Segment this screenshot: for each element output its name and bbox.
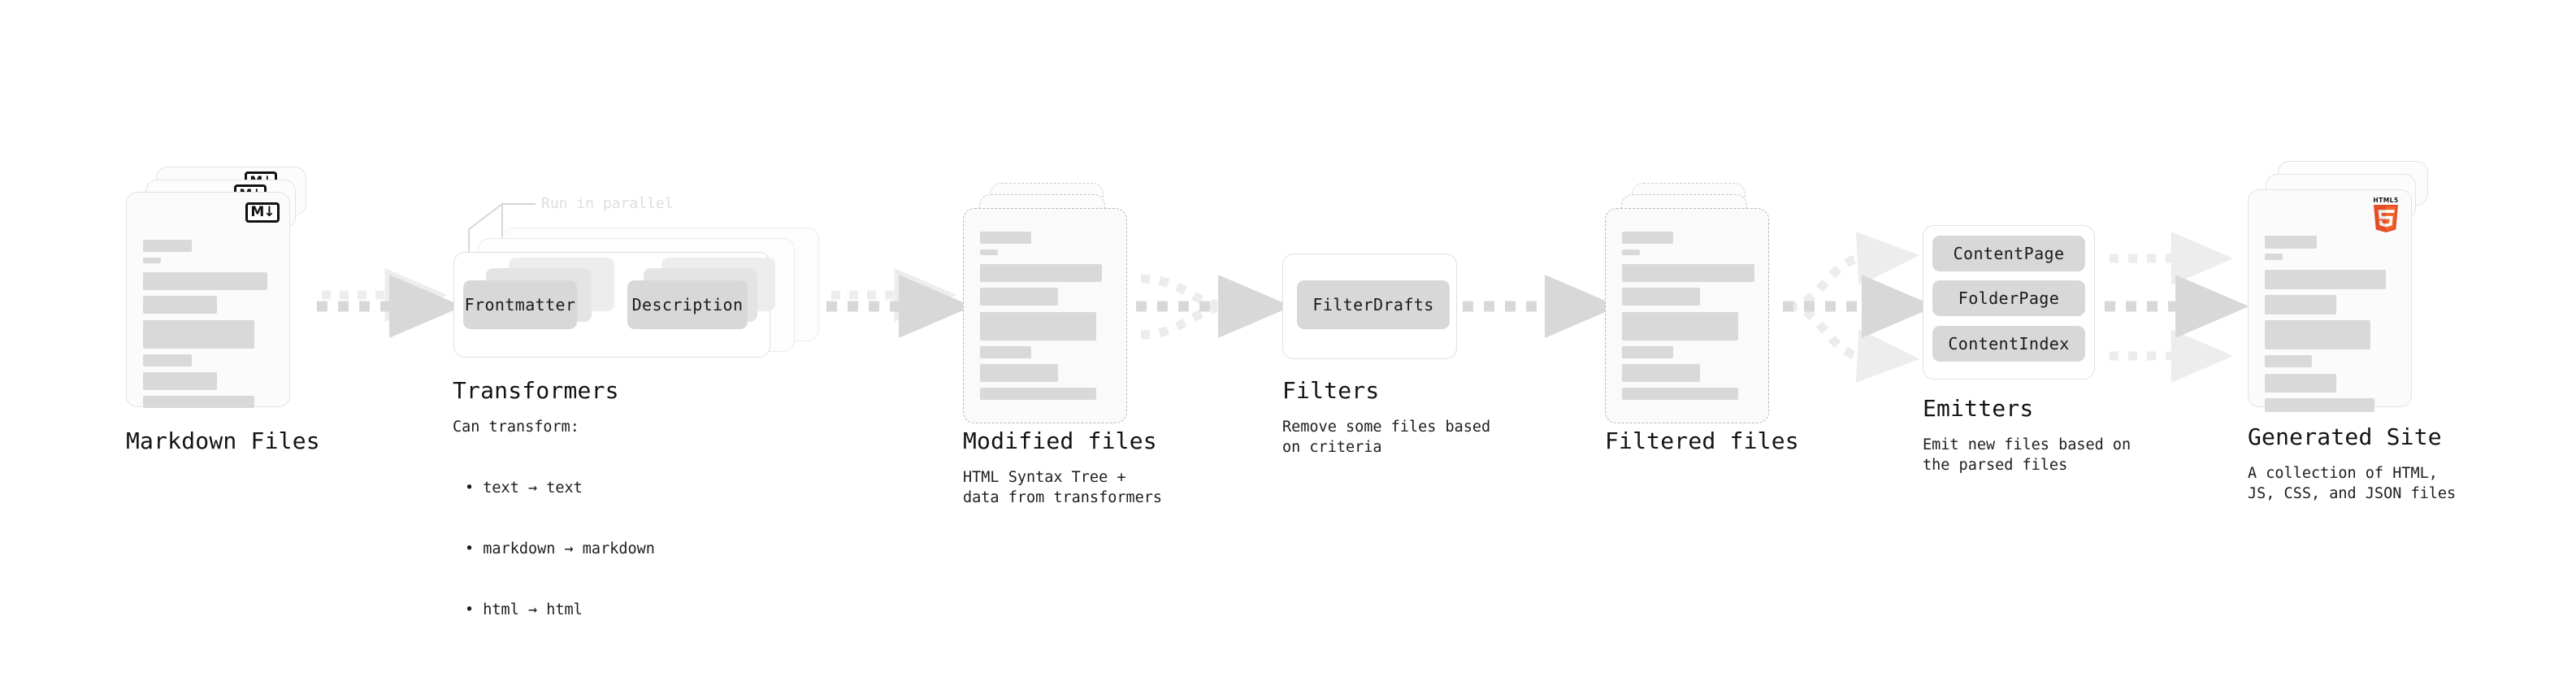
skeleton-line xyxy=(1622,288,1700,306)
skeleton-line xyxy=(2265,398,2374,412)
modified-files-title: Modified files xyxy=(963,427,1157,454)
skeleton-line xyxy=(1622,346,1673,358)
transformers-list: • text → text • markdown → markdown • ht… xyxy=(465,437,655,661)
markdown-badge-label: M↓ xyxy=(250,204,275,220)
skeleton-line xyxy=(2265,374,2336,393)
transformer-chip-description-label: Description xyxy=(631,295,744,314)
emitter-chip-folderpage-label: FolderPage xyxy=(1958,288,2060,308)
skeleton-line xyxy=(143,396,254,408)
skeleton-line xyxy=(980,346,1031,358)
filtered-card-front xyxy=(1605,208,1769,423)
skeleton-line xyxy=(143,372,217,390)
skeleton-line xyxy=(143,240,192,252)
skeleton-line xyxy=(2265,254,2283,260)
connector-filtered-to-emitters xyxy=(1783,232,1936,383)
emitter-chip-folderpage[interactable]: FolderPage xyxy=(1932,280,2085,316)
emitter-chip-contentindex[interactable]: ContentIndex xyxy=(1932,326,2085,362)
markdown-badge-front: M↓ xyxy=(245,202,280,223)
skeleton-line xyxy=(980,264,1102,282)
emitters-title: Emitters xyxy=(1923,395,2034,422)
transformers-list-item-label: markdown → markdown xyxy=(483,540,655,557)
skeleton-line xyxy=(980,364,1058,382)
skeleton-line xyxy=(143,296,217,314)
filter-chip-filterdrafts[interactable]: FilterDrafts xyxy=(1297,280,1450,329)
skeleton-line xyxy=(980,288,1058,306)
transformers-title: Transformers xyxy=(453,377,619,404)
transformers-subtitle: Can transform: xyxy=(453,419,579,436)
skeleton-line xyxy=(1622,364,1700,382)
skeleton-line xyxy=(2265,270,2386,289)
generated-card-front: HTML5 xyxy=(2248,189,2412,412)
emitter-chip-contentpage-label: ContentPage xyxy=(1953,244,2065,263)
skeleton-line xyxy=(143,354,192,367)
filters-title: Filters xyxy=(1282,377,1380,404)
markdown-files-title: Markdown Files xyxy=(126,427,320,454)
skeleton-line xyxy=(1622,312,1738,340)
html5-badge: HTML5 xyxy=(2372,197,2400,232)
transformers-list-item-label: text → text xyxy=(483,479,583,497)
skeleton-line xyxy=(980,232,1031,244)
filters-subtitle: Remove some files based on criteria xyxy=(1282,419,1491,456)
skeleton-line xyxy=(980,312,1096,340)
connector-transformers-to-modified xyxy=(826,268,973,338)
skeleton-line xyxy=(980,388,1096,400)
generated-site-stack: CSS JS HTML5 xyxy=(2248,161,2459,421)
skeleton-line xyxy=(2265,236,2317,249)
skeleton-line xyxy=(980,249,998,255)
transformer-chip-frontmatter-label: Frontmatter xyxy=(464,295,576,314)
skeleton-line xyxy=(2265,295,2336,314)
modified-card-front xyxy=(963,208,1127,423)
markdown-files-stack: M↓ M↓ M↓ xyxy=(126,167,337,419)
filtered-files-stack xyxy=(1605,183,1792,423)
skeleton-line xyxy=(1622,249,1640,255)
emitter-chip-contentindex-label: ContentIndex xyxy=(1948,334,2070,354)
html5-badge-label: HTML5 xyxy=(2372,197,2400,204)
generated-site-title: Generated Site xyxy=(2248,423,2442,450)
filtered-files-title: Filtered files xyxy=(1605,427,1799,454)
emitters-subtitle: Emit new files based on the parsed files xyxy=(1923,436,2131,474)
transformers-list-item-label: html → html xyxy=(483,601,583,618)
filter-chip-filterdrafts-label: FilterDrafts xyxy=(1312,295,1434,314)
skeleton-line xyxy=(143,272,267,290)
markdown-card-front: M↓ xyxy=(126,192,290,408)
skeleton-line xyxy=(2265,320,2370,349)
connector-emitters-to-site xyxy=(2105,232,2249,383)
skeleton-line xyxy=(1622,388,1738,400)
modified-files-stack xyxy=(963,183,1150,423)
modified-files-subtitle: HTML Syntax Tree + data from transformer… xyxy=(963,469,1163,506)
transformers-list-item: • text → text xyxy=(465,479,583,497)
transformers-list-item: • html → html xyxy=(465,601,583,618)
transformers-list-item: • markdown → markdown xyxy=(465,540,655,557)
run-in-parallel-hint: Run in parallel xyxy=(541,195,674,212)
html5-badge-text: HTML5 xyxy=(2373,197,2399,204)
transformer-chip-description[interactable]: Description xyxy=(627,280,748,329)
skeleton-line xyxy=(2265,355,2312,367)
skeleton-line xyxy=(1622,264,1754,282)
skeleton-line xyxy=(143,258,161,263)
generated-site-subtitle: A collection of HTML, JS, CSS, and JSON … xyxy=(2248,465,2457,502)
skeleton-line xyxy=(143,320,254,349)
emitter-chip-contentpage[interactable]: ContentPage xyxy=(1932,236,2085,271)
skeleton-line xyxy=(1622,232,1673,244)
html5-shield-icon xyxy=(2373,205,2399,232)
transformer-chip-frontmatter[interactable]: Frontmatter xyxy=(463,280,577,329)
